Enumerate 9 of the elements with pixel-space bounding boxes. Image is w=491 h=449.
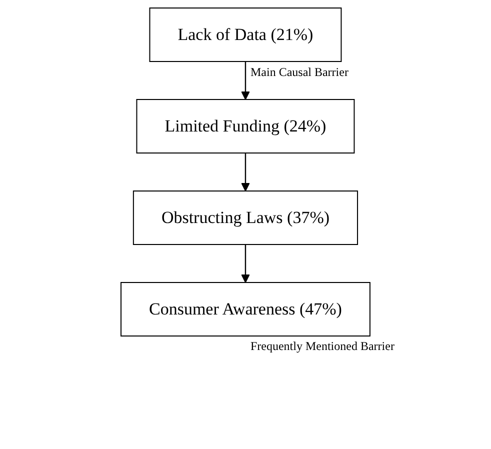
node-box: Obstructing Laws (37%) xyxy=(132,190,358,245)
arrow xyxy=(241,153,250,192)
node-box: Lack of Data (21%) xyxy=(149,8,342,62)
node-box: Limited Funding (24%) xyxy=(136,99,355,154)
arrow xyxy=(241,244,250,283)
node-caption: Frequently Mentioned Barrier xyxy=(250,339,394,354)
arrow xyxy=(241,62,250,100)
node-caption: Main Causal Barrier xyxy=(250,64,348,80)
node-box: Consumer Awareness (47%) xyxy=(120,282,370,336)
